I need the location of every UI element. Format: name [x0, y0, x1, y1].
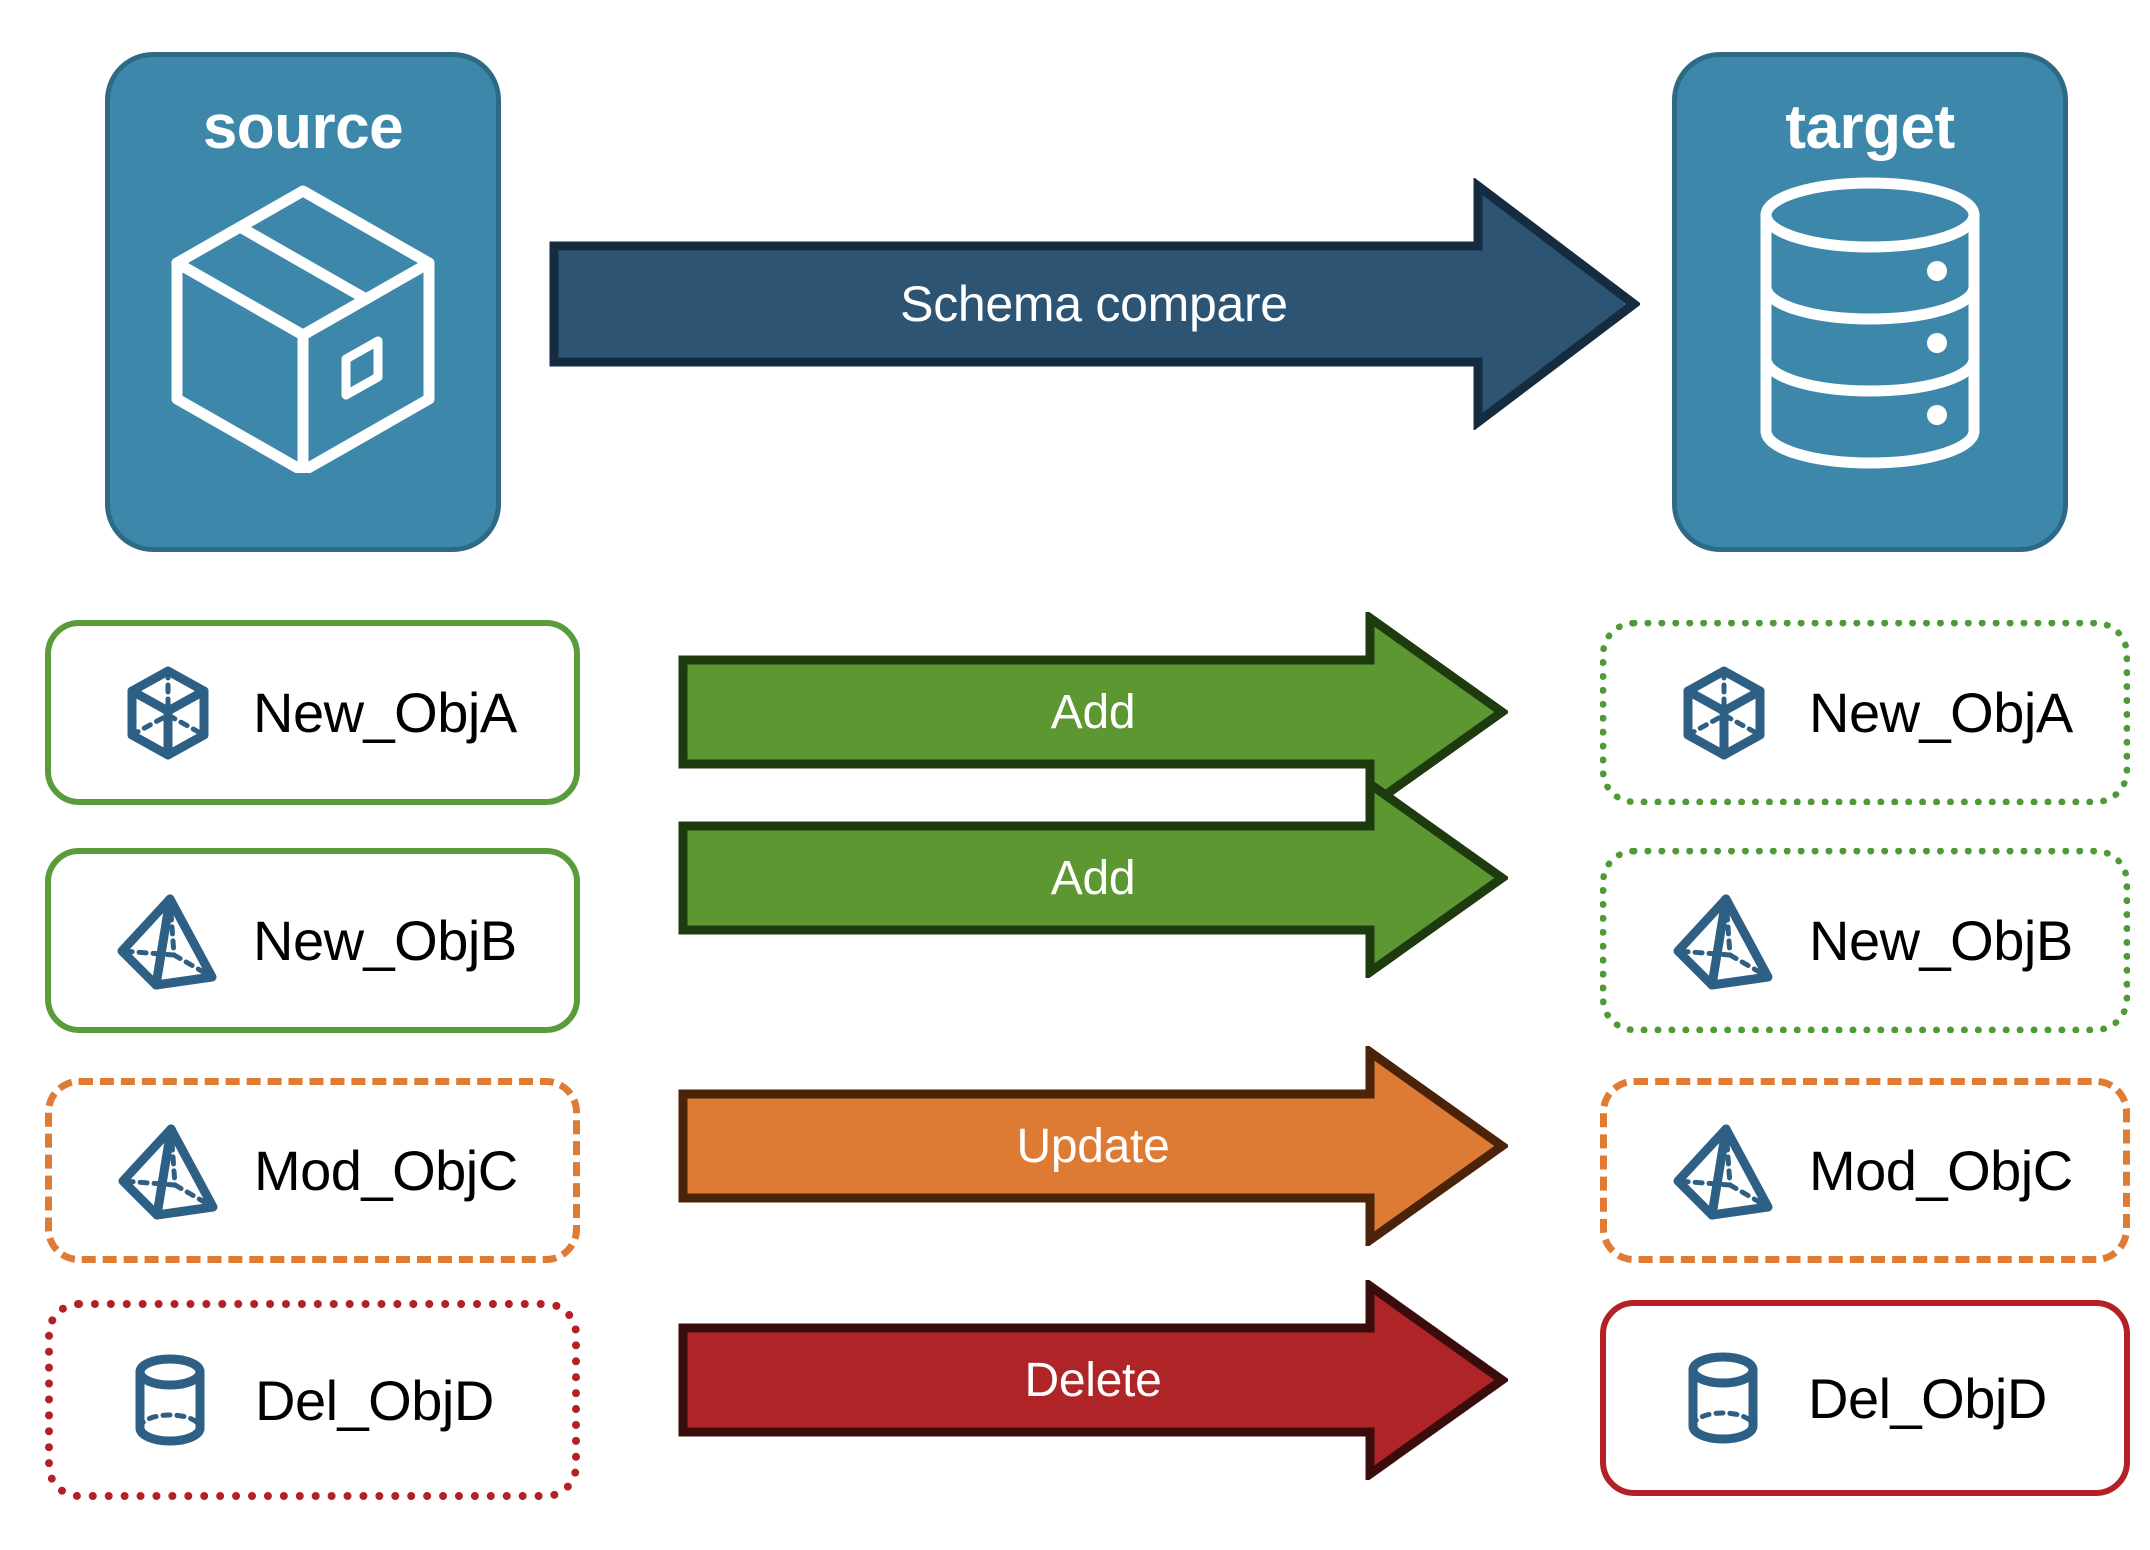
wireframe-pyramid-icon	[110, 1115, 228, 1227]
source-object-card[interactable]: Mod_ObjC	[45, 1078, 580, 1263]
source-object-name: Del_ObjD	[255, 1368, 494, 1432]
database-cylinder-icon	[1745, 173, 1995, 478]
target-object-card[interactable]: New_ObjB	[1600, 848, 2130, 1033]
target-endpoint-card[interactable]: target	[1672, 52, 2068, 552]
source-label: source	[202, 93, 404, 162]
target-object-card[interactable]: Mod_ObjC	[1600, 1078, 2130, 1263]
target-object-name: Mod_ObjC	[1809, 1139, 2073, 1202]
source-object-card[interactable]: New_ObjB	[45, 848, 580, 1033]
target-label: target	[1785, 93, 1955, 162]
schema-compare-arrow[interactable]: Schema compare	[548, 178, 1640, 430]
update-action-arrow[interactable]: Update	[678, 1046, 1508, 1246]
wireframe-cylinder-icon	[111, 1344, 229, 1456]
source-object-name: Mod_ObjC	[254, 1139, 518, 1202]
source-object-card[interactable]: New_ObjA	[45, 620, 580, 805]
add-action-arrow[interactable]: Add	[678, 778, 1508, 978]
target-object-name: New_ObjA	[1809, 681, 2073, 744]
source-object-name: New_ObjB	[253, 909, 517, 972]
wireframe-cylinder-icon	[1664, 1342, 1782, 1454]
target-object-card[interactable]: Del_ObjD	[1600, 1300, 2130, 1496]
source-object-card[interactable]: Del_ObjD	[45, 1300, 580, 1500]
source-object-name: New_ObjA	[253, 681, 517, 744]
wireframe-cube-icon	[1665, 657, 1783, 769]
wireframe-pyramid-icon	[1665, 885, 1783, 997]
wireframe-cube-icon	[109, 657, 227, 769]
source-endpoint-card[interactable]: source	[105, 52, 501, 552]
target-object-name: Del_ObjD	[1808, 1366, 2047, 1430]
delete-action-arrow[interactable]: Delete	[678, 1280, 1508, 1480]
wireframe-pyramid-icon	[109, 885, 227, 997]
package-box-icon	[163, 173, 443, 478]
target-object-card[interactable]: New_ObjA	[1600, 620, 2130, 805]
target-object-name: New_ObjB	[1809, 909, 2073, 972]
wireframe-pyramid-icon	[1665, 1115, 1783, 1227]
